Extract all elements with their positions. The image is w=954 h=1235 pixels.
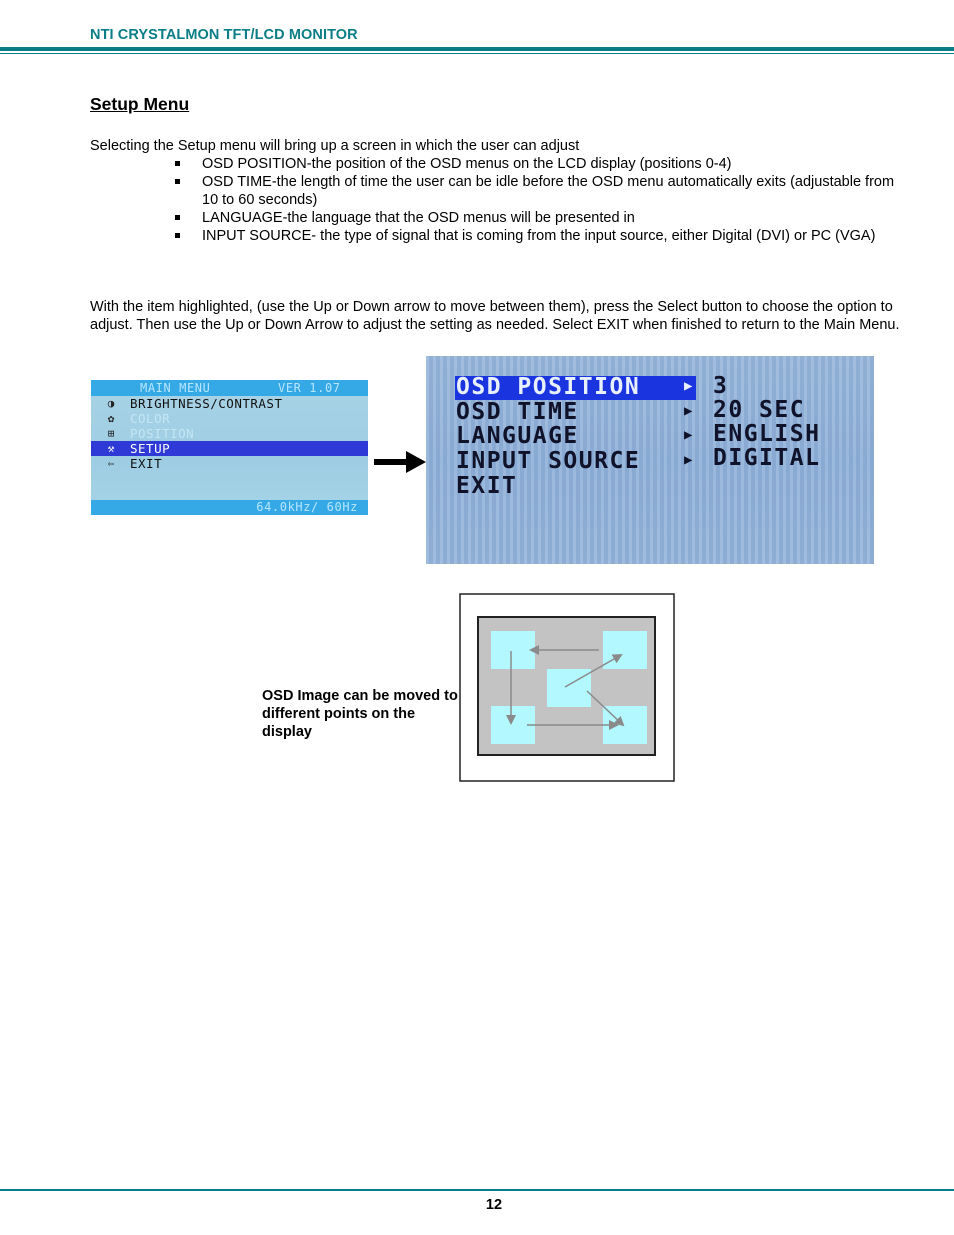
instructions-paragraph: With the item highlighted, (use the Up o… [90,299,900,333]
main-menu-item-brightness: BRIGHTNESS/CONTRAST [130,396,283,411]
move-arrow [586,690,625,727]
setup-value-osd-time: 20 SEC [713,397,806,423]
main-menu-version: VER 1.07 [278,381,341,395]
bullet-icon [175,161,180,166]
bullet-icon [175,179,180,184]
osd-position-box [603,631,647,669]
osd-position-diagram [459,593,675,782]
osd-position-box [491,631,535,669]
bullet-icon [175,215,180,220]
setup-item-language: LANGUAGE [456,423,579,449]
main-menu-title: MAIN MENU [140,381,211,395]
main-menu-title-bar: MAIN MENU VER 1.07 [91,380,368,396]
right-arrow-icon [374,451,426,473]
color-icon: ✿ [107,412,115,425]
brightness-icon: ◑ [107,397,115,410]
bullet-list: OSD POSITION-the position of the OSD men… [172,155,902,245]
submenu-arrow-icon: ▶ [684,378,693,394]
header-rule [0,47,954,51]
main-menu-item-position: POSITION [130,426,195,441]
header-title: NTI CRYSTALMON TFT/LCD MONITOR [90,27,358,43]
list-item: LANGUAGE-the language that the OSD menus… [172,209,902,227]
footer-rule [0,1189,954,1191]
main-menu-item-exit: EXIT [130,456,163,471]
submenu-arrow-icon: ▶ [684,403,693,419]
move-arrow [564,654,623,688]
main-menu-screenshot: MAIN MENU VER 1.07 ◑ BRIGHTNESS/CONTRAST… [91,380,368,515]
setup-menu-screenshot: OSD POSITION OSD TIME LANGUAGE INPUT SOU… [426,356,874,564]
main-menu-item-setup: SETUP [130,441,171,456]
bullet-icon [175,233,180,238]
submenu-arrow-icon: ▶ [684,452,693,468]
setup-item-exit: EXIT [456,473,518,499]
setup-item-input-source: INPUT SOURCE [456,448,641,474]
list-item: OSD POSITION-the position of the OSD men… [172,155,902,173]
main-menu-item-color: COLOR [130,411,171,426]
main-menu-frequency: 64.0kHz/ 60Hz [256,500,358,514]
setup-value-osd-position: 3 [713,373,729,399]
osd-position-box [547,669,591,707]
setup-value-language: ENGLISH [713,421,821,447]
intro-text: Selecting the Setup menu will bring up a… [90,138,580,154]
diagram-caption: OSD Image can be moved to different poin… [262,688,458,740]
setup-item-osd-time: OSD TIME [456,399,579,425]
exit-icon: ⇦ [107,457,115,470]
main-menu-highlight [91,441,368,456]
header-rule-thin [0,53,954,54]
setup-item-osd-position: OSD POSITION [456,374,641,400]
setup-icon: ⚒ [107,442,115,455]
setup-value-input-source: DIGITAL [713,445,821,471]
list-item: OSD TIME-the length of time the user can… [172,173,902,209]
setup-highlight [455,376,696,400]
submenu-arrow-icon: ▶ [684,427,693,443]
list-item: INPUT SOURCE- the type of signal that is… [172,227,902,245]
page-number: 12 [485,1197,503,1213]
main-menu-footer-bar: 64.0kHz/ 60Hz [91,500,368,515]
section-title: Setup Menu [90,94,190,114]
position-icon: ⊞ [107,427,115,440]
